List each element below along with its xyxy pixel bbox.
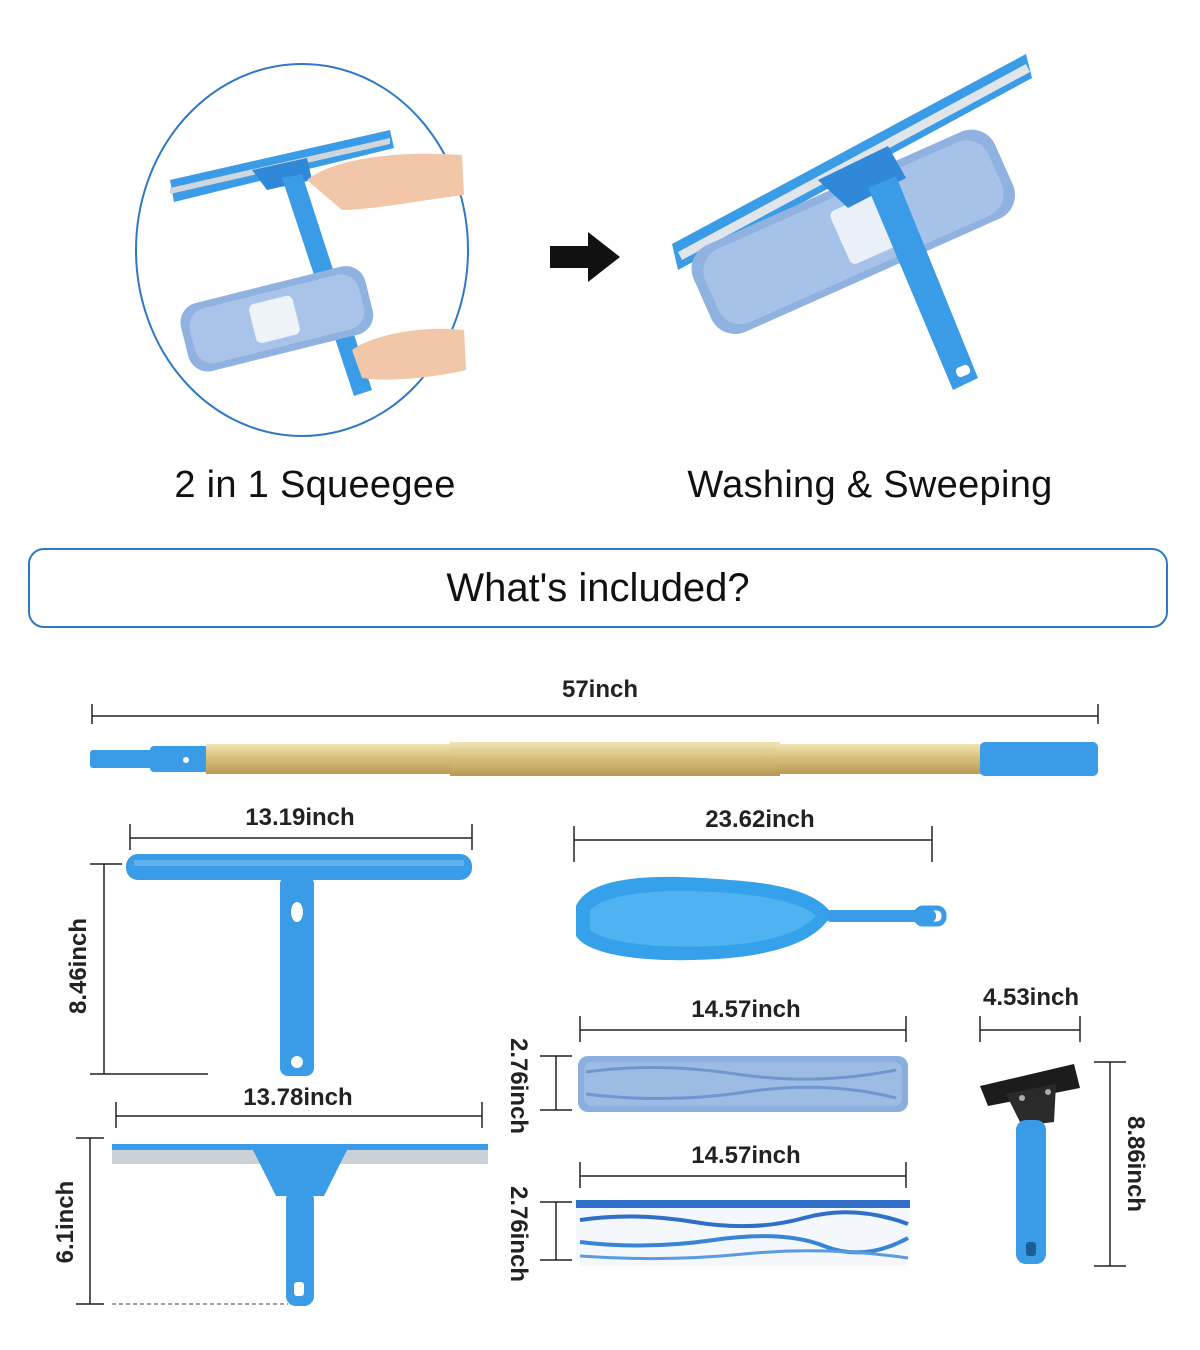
blade-width-label: 13.78inch <box>243 1084 353 1111</box>
duster-length-label: 23.62inch <box>705 806 815 833</box>
sleeve-width-line <box>579 1162 907 1188</box>
squeegee-width-line <box>129 824 473 850</box>
telescopic-pole <box>90 742 1098 776</box>
microfiber-sleeve <box>576 1200 910 1266</box>
blade-dashed-guide <box>112 1303 288 1305</box>
pole-length-label: 57inch <box>561 676 639 703</box>
scraper-height-line <box>1094 1061 1126 1267</box>
caption-2-in-1: 2 in 1 Squeegee <box>174 464 456 506</box>
scraper-width-line <box>979 1016 1081 1042</box>
blade-height-line <box>76 1137 104 1305</box>
sleeve-width-label: 14.57inch <box>691 1142 801 1169</box>
whats-included-banner: What's included? <box>28 548 1168 628</box>
blade-squeegee <box>112 1144 488 1306</box>
duster-length-line <box>573 826 933 862</box>
arrow-right-icon <box>550 232 620 282</box>
banner-title: What's included? <box>446 565 750 610</box>
microfiber-washer-pad <box>578 1056 908 1112</box>
t-bar-squeegee <box>126 854 472 1076</box>
window-scraper <box>980 1064 1080 1264</box>
microfiber-duster <box>576 876 947 961</box>
sleeve-height-line <box>540 1201 572 1261</box>
washer-height-label: 2.76inch <box>505 1037 532 1135</box>
squeegee-width-label: 13.19inch <box>245 804 355 831</box>
blade-width-line <box>115 1102 483 1128</box>
washer-height-line <box>540 1055 572 1111</box>
squeegee-height-line <box>90 863 208 1075</box>
scraper-width-label: 4.53inch <box>982 984 1080 1011</box>
pole-dimension-line <box>91 704 1099 724</box>
sleeve-height-label: 2.76inch <box>505 1185 532 1283</box>
washer-width-label: 14.57inch <box>691 996 801 1023</box>
assembled-squeegee-illustration <box>672 54 1032 390</box>
assembly-illustration <box>135 63 469 437</box>
caption-washing-sweeping: Washing & Sweeping <box>687 464 1053 506</box>
washer-width-line <box>579 1016 907 1042</box>
